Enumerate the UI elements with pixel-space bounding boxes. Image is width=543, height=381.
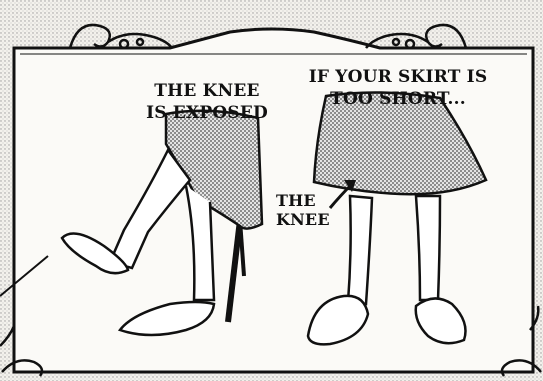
- caption-skirt-too-short-line1: IF YOUR SKIRT IS: [302, 66, 494, 88]
- caption-skirt-too-short: IF YOUR SKIRT IS TOO SHORT...: [302, 66, 494, 110]
- caption-the-knee-line2: KNEE: [276, 210, 344, 229]
- caption-the-knee-line1: THE: [276, 191, 344, 210]
- caption-skirt-too-short-line2: TOO SHORT...: [302, 88, 494, 110]
- caption-knee-exposed-line1: THE KNEE: [132, 80, 282, 102]
- caption-knee-exposed-line2: IS EXPOSED: [132, 102, 282, 124]
- caption-the-knee: THE KNEE: [276, 191, 344, 229]
- caption-knee-exposed: THE KNEE IS EXPOSED: [132, 80, 282, 124]
